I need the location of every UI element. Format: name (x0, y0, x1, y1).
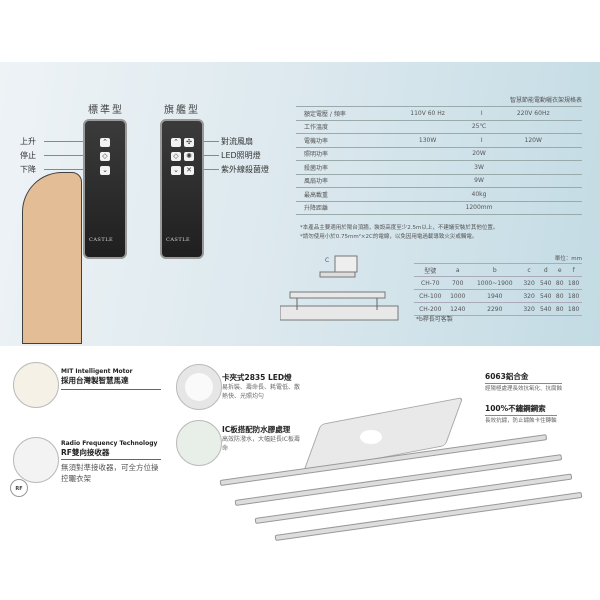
standard-remote: ⌃ ◇ ⌄ CASTLE (83, 119, 127, 259)
standard-model-title: 標準型 (88, 105, 124, 116)
down-button-icon: ⌄ (100, 166, 110, 175)
feature-ic-board: IC板搭配防水膠處理高效防潑水，大幅延長IC板壽命 (222, 425, 300, 452)
spec-note-2: *請勿使用小於0.75mm²×2C的電線，以免因用電過載導致火災或觸電。 (300, 234, 478, 240)
stop-button-icon: ◇ (100, 152, 110, 161)
rf-badge-icon: RF (10, 479, 28, 497)
down-button-icon: ⌄ (171, 166, 181, 175)
fan-button-icon: ✣ (184, 138, 194, 147)
feature-steel-cable: 100%不鏽鋼鋼索 長效抗鏽，防止鏽蝕卡住轉軸 (485, 404, 557, 424)
ic-board-image (176, 420, 222, 466)
brand-logo: CASTLE (166, 237, 191, 243)
unit-label: 單位：mm (554, 256, 582, 262)
led-light-image (176, 364, 222, 410)
feature-aluminum: 6063鋁合金 經陽極處理長效抗氧化、抗腐蝕 (485, 372, 563, 392)
flagship-model-title: 旗艦型 (164, 105, 200, 116)
label-led: LED照明燈 (221, 151, 261, 160)
label-up: 上升 (20, 137, 36, 146)
light-hole (360, 430, 382, 444)
flagship-remote: ⌃ ✣ ◇ ✺ ⌄ ✕ CASTLE (160, 119, 204, 259)
label-uv: 紫外線殺菌燈 (221, 165, 269, 174)
spec-note-1: *本產品主要適用於陽台頂牆，裝設高度至少2.5m以上，不建議安裝於其他位置。 (300, 225, 499, 231)
feature-led: 卡夾式2835 LED燈易拆裝、壽命長、耗電低、散熱快、光照均勻 (222, 373, 301, 400)
spec-title: 智慧節能電動曬衣架規格表 (509, 97, 582, 104)
motor-image (13, 362, 59, 408)
dimension-note: *b桿長可客製 (416, 316, 453, 323)
up-button-icon: ⌃ (171, 138, 181, 147)
brand-logo: CASTLE (89, 237, 114, 243)
hand-illustration (22, 172, 82, 344)
label-down: 下降 (20, 165, 36, 174)
rf-receiver-image (13, 437, 59, 483)
label-fan: 對流風扇 (221, 137, 253, 146)
stop-button-icon: ◇ (171, 152, 181, 161)
dimension-label-c: C (325, 257, 329, 264)
up-button-icon: ⌃ (100, 138, 110, 147)
uv-button-icon: ✕ (184, 166, 194, 175)
label-stop: 停止 (20, 151, 36, 160)
dimension-diagram: C (280, 255, 399, 321)
light-button-icon: ✺ (184, 152, 194, 161)
